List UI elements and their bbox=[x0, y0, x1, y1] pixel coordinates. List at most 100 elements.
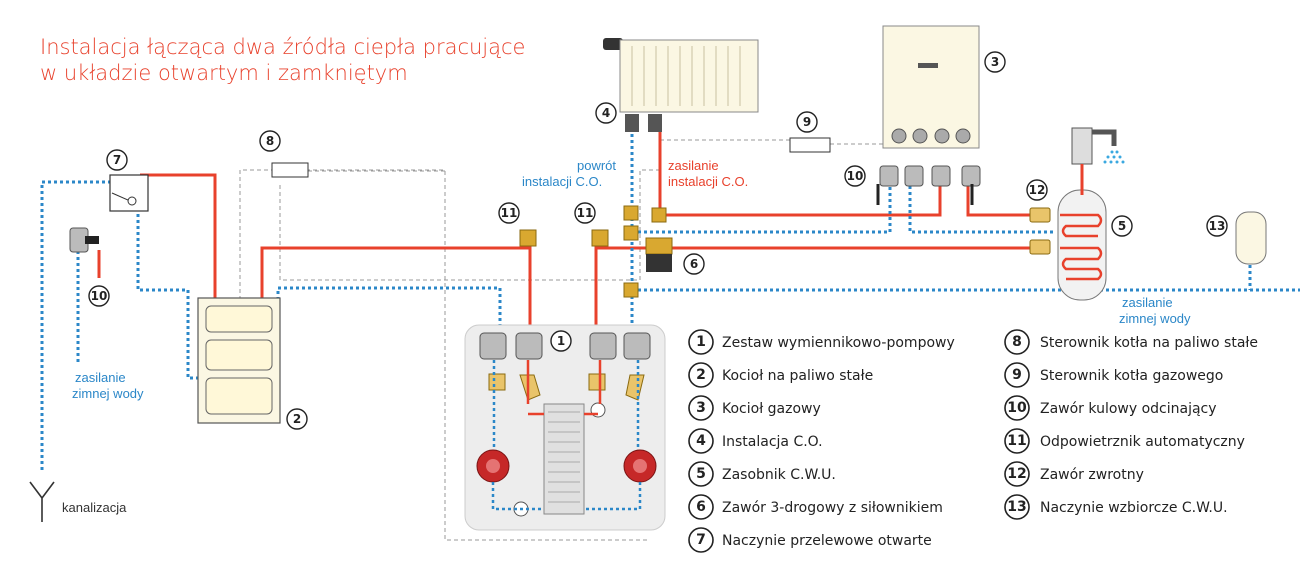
marker-13 bbox=[1206, 215, 1228, 237]
legend-1-marker bbox=[688, 329, 714, 355]
marker-9-label: 9 bbox=[803, 115, 811, 129]
legend-12-marker bbox=[1004, 461, 1030, 487]
marker-6-label: 6 bbox=[690, 257, 698, 271]
check-valve-top bbox=[1029, 207, 1051, 223]
marker-3-label: 3 bbox=[991, 55, 999, 69]
water-tap-icon bbox=[1071, 127, 1125, 195]
dhw-cylinder bbox=[1057, 189, 1107, 301]
legend-3-marker bbox=[688, 395, 714, 421]
marker-1-label: 1 bbox=[557, 334, 565, 348]
legend-7-text: Naczynie przelewowe otwarte bbox=[722, 533, 932, 549]
legend-11-marker bbox=[1004, 428, 1030, 454]
legend-13-marker bbox=[1004, 494, 1030, 520]
legend-4-text: Instalacja C.O. bbox=[722, 434, 823, 450]
legend-12-text: Zawór zwrotny bbox=[1040, 467, 1144, 483]
marker-3 bbox=[984, 51, 1006, 73]
marker-10-right-label: 10 bbox=[847, 169, 864, 183]
marker-2 bbox=[286, 408, 308, 430]
ball-valves-gas bbox=[876, 165, 981, 205]
marker-10-right bbox=[844, 165, 866, 187]
legend-3-num: 3 bbox=[696, 400, 706, 416]
co-supply-line2: instalacji C.O. bbox=[668, 174, 748, 189]
marker-12-label: 12 bbox=[1029, 183, 1046, 197]
radiator bbox=[603, 38, 759, 132]
overflow-vessel bbox=[109, 174, 149, 212]
solid-fuel-boiler bbox=[197, 297, 281, 424]
marker-4 bbox=[595, 102, 617, 124]
marker-4-label: 4 bbox=[602, 106, 610, 120]
legend-11-num: 11 bbox=[1007, 433, 1026, 449]
marker-1 bbox=[550, 330, 572, 352]
legend-4-num: 4 bbox=[696, 433, 706, 449]
cold-water-right-line1: zasilanie bbox=[1122, 295, 1173, 310]
cold-water-left-line2: zimnej wody bbox=[72, 386, 144, 401]
legend-13-text: Naczynie wzbiorcze C.W.U. bbox=[1040, 500, 1228, 516]
legend-8-marker bbox=[1004, 329, 1030, 355]
marker-11-left-label: 11 bbox=[501, 206, 518, 220]
marker-9 bbox=[796, 111, 818, 133]
legend-1-num: 1 bbox=[696, 334, 706, 350]
legend-2-text: Kocioł na paliwo stałe bbox=[722, 368, 873, 384]
legend-9-marker bbox=[1004, 362, 1030, 388]
legend-3-text: Kocioł gazowy bbox=[722, 401, 821, 417]
ball-valve-left bbox=[69, 227, 99, 253]
cold-water-left-line1: zasilanie bbox=[75, 370, 126, 385]
co-return-line2: instalacji C.O. bbox=[522, 174, 602, 189]
legend-6-num: 6 bbox=[696, 499, 706, 515]
marker-7-label: 7 bbox=[113, 153, 121, 167]
legend-7-num: 7 bbox=[696, 532, 706, 548]
legend-6-marker bbox=[688, 494, 714, 520]
marker-10-left bbox=[88, 285, 110, 307]
marker-13-label: 13 bbox=[1209, 219, 1226, 233]
sewer-icon bbox=[29, 481, 55, 522]
exchanger-pump-set bbox=[464, 324, 666, 531]
dhw-expansion-vessel bbox=[1235, 211, 1267, 265]
air-vent-right bbox=[591, 229, 609, 247]
legend-1-text: Zestaw wymiennikowo-pompowy bbox=[722, 335, 955, 351]
solid-fuel-controller bbox=[271, 162, 309, 178]
marker-11-left bbox=[498, 202, 520, 224]
legend-8-num: 8 bbox=[1012, 334, 1022, 350]
legend-5-num: 5 bbox=[696, 466, 706, 482]
legend-2-marker bbox=[688, 362, 714, 388]
legend-8-text: Sterownik kotła na paliwo stałe bbox=[1040, 335, 1258, 351]
marker-8-label: 8 bbox=[266, 134, 274, 148]
gas-boiler bbox=[882, 25, 980, 149]
marker-7 bbox=[106, 149, 128, 171]
legend-12-num: 12 bbox=[1007, 466, 1026, 482]
co-supply-line1: zasilanie bbox=[668, 158, 719, 173]
title-line-2: w układzie otwartym i zamkniętym bbox=[40, 61, 408, 85]
marker-5 bbox=[1111, 215, 1133, 237]
marker-6 bbox=[683, 253, 705, 275]
legend-right: 8 Sterownik kotła na paliwo stałe 9 Ster… bbox=[1004, 329, 1258, 520]
legend-9-num: 9 bbox=[1012, 367, 1022, 383]
legend-4-marker bbox=[688, 428, 714, 454]
legend-9-text: Sterownik kotła gazowego bbox=[1040, 368, 1223, 384]
marker-11-right-label: 11 bbox=[577, 206, 594, 220]
supply-pipes bbox=[97, 128, 1035, 335]
legend-2-num: 2 bbox=[696, 367, 706, 383]
sewer-label: kanalizacja bbox=[62, 500, 127, 515]
air-vent-left bbox=[519, 229, 537, 247]
cold-water-right-line2: zimnej wody bbox=[1119, 311, 1191, 326]
legend-left: 1 Zestaw wymiennikowo-pompowy 2 Kocioł n… bbox=[688, 329, 955, 553]
gas-boiler-controller bbox=[789, 137, 831, 153]
marker-11-right bbox=[574, 202, 596, 224]
title-line-1: Instalacja łącząca dwa źródła ciepła pra… bbox=[40, 35, 525, 59]
legend-5-marker bbox=[688, 461, 714, 487]
legend-10-num: 10 bbox=[1007, 400, 1027, 416]
legend-5-text: Zasobnik C.W.U. bbox=[722, 467, 836, 483]
three-way-valve bbox=[623, 205, 673, 298]
legend-11-text: Odpowietrznik automatyczny bbox=[1040, 434, 1245, 450]
legend-7-marker bbox=[688, 527, 714, 553]
marker-5-label: 5 bbox=[1118, 219, 1126, 233]
legend-10-marker bbox=[1004, 395, 1030, 421]
co-return-line1: powrót bbox=[577, 158, 616, 173]
marker-10-left-label: 10 bbox=[91, 289, 108, 303]
check-valve-bottom bbox=[1029, 239, 1051, 255]
legend-10-text: Zawór kulowy odcinający bbox=[1040, 401, 1217, 417]
legend-6-text: Zawór 3-drogowy z siłownikiem bbox=[722, 500, 943, 516]
marker-12 bbox=[1026, 179, 1048, 201]
marker-8 bbox=[259, 130, 281, 152]
